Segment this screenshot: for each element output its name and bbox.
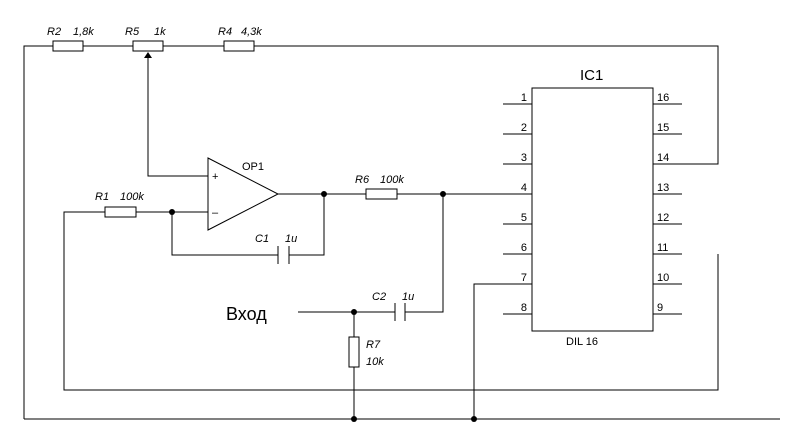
wiper-arrow-icon — [144, 52, 152, 58]
input-label: Вход — [226, 304, 267, 324]
ic1-pin-4-label: 4 — [521, 182, 527, 194]
wire-r4-pin14 — [254, 45, 719, 165]
svg-text:1u: 1u — [285, 233, 297, 245]
svg-text:100k: 100k — [380, 174, 404, 186]
resistor-r1: R1 100k — [95, 191, 144, 218]
junctions — [169, 191, 477, 422]
svg-text:1u: 1u — [402, 291, 414, 303]
svg-text:+: + — [212, 171, 218, 183]
svg-text:C1: C1 — [255, 233, 269, 245]
svg-text:C2: C2 — [372, 291, 386, 303]
svg-text:–: – — [212, 207, 219, 219]
svg-text:R2: R2 — [47, 26, 61, 38]
svg-text:R7: R7 — [366, 339, 381, 351]
wires — [23, 45, 780, 420]
ic1-pin-9-label: 9 — [657, 302, 663, 314]
svg-text:1k: 1k — [154, 26, 166, 38]
wire-minus-c1 — [171, 212, 278, 256]
svg-text:R5: R5 — [125, 26, 140, 38]
junction-minus — [169, 209, 175, 215]
ic1-pin-11-label: 11 — [657, 242, 668, 254]
ic1-pin-10-label: 10 — [657, 272, 669, 284]
svg-text:R1: R1 — [95, 191, 109, 203]
ic1-pin-6-label: 6 — [521, 242, 527, 254]
ic1-pin-15-label: 15 — [657, 122, 669, 134]
ic1-pin-16-label: 16 — [657, 92, 669, 104]
resistor-r7: R7 10k — [348, 336, 384, 368]
ic1-pin-7-label: 7 — [521, 272, 527, 284]
svg-text:R6: R6 — [355, 174, 370, 186]
resistor-r6: R6 100k — [355, 174, 404, 200]
opamp-op1: + – OP1 — [207, 157, 280, 231]
capacitor-c2: C2 1u — [372, 291, 414, 321]
svg-text:1,8k: 1,8k — [73, 26, 94, 38]
svg-text:10k: 10k — [366, 356, 384, 368]
junction-op-out — [321, 191, 327, 197]
wire-pin7-ground — [473, 283, 503, 419]
ic1-left-pins: 1 2 3 4 5 6 7 8 — [503, 92, 532, 315]
wire-c1-out — [289, 194, 325, 256]
ic1-pin-13-label: 13 — [657, 182, 669, 194]
svg-text:OP1: OP1 — [242, 161, 264, 173]
ic1-pin-3-label: 3 — [521, 152, 527, 164]
ic1-pin-1-label: 1 — [521, 92, 527, 104]
ic1-pin-12-label: 12 — [657, 212, 669, 224]
svg-text:4,3k: 4,3k — [241, 26, 262, 38]
resistor-r4: R4 4,3k — [218, 26, 262, 52]
wire-left-frame — [23, 45, 53, 419]
junction-pin7-ground — [471, 416, 477, 422]
wire-c2-node — [405, 194, 444, 313]
ic1-pin-14-label: 14 — [657, 152, 669, 164]
capacitor-c1: C1 1u — [255, 233, 297, 264]
svg-text:100k: 100k — [120, 191, 144, 203]
resistor-r2: R2 1,8k — [47, 26, 94, 52]
junction-input — [351, 309, 357, 315]
ic1-pin-2-label: 2 — [521, 122, 527, 134]
ic1-title: IC1 — [580, 67, 603, 84]
svg-text:R4: R4 — [218, 26, 232, 38]
junction-r7-ground — [351, 416, 357, 422]
ic1-pin-8-label: 8 — [521, 302, 527, 314]
ic1-package: DIL 16 — [566, 336, 598, 348]
ic1-pin-5-label: 5 — [521, 212, 527, 224]
potentiometer-r5: R5 1k — [125, 26, 166, 58]
wire-wiper-plus — [147, 57, 208, 177]
junction-r6-pin4 — [440, 191, 446, 197]
wire-pin11-r1 — [63, 211, 719, 391]
ic1-right-pins: 16 15 14 13 12 11 10 9 — [653, 92, 682, 315]
